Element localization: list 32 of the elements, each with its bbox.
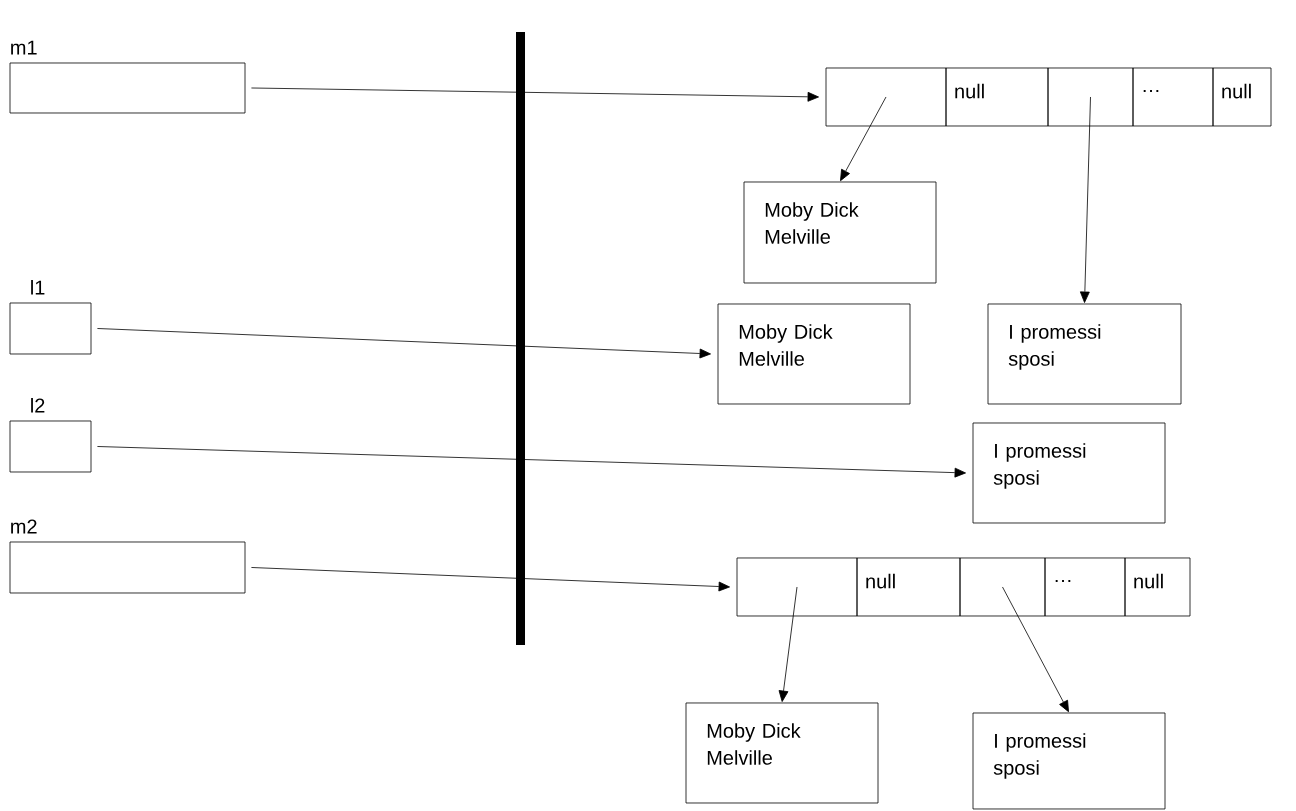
object-box: I promessi sposi	[972, 422, 1166, 524]
array-cell: null	[856, 557, 961, 617]
arrow	[778, 586, 798, 702]
variable-name: l2	[31, 397, 45, 413]
variable-name: m2	[11, 519, 37, 534]
array-cell	[959, 557, 1046, 617]
array-cell	[1047, 67, 1134, 127]
object-box: I promessi sposi	[972, 712, 1166, 810]
array-cell: null	[1124, 557, 1191, 617]
arrow	[97, 328, 711, 359]
arrow	[1079, 96, 1091, 303]
array-cell: null	[1212, 67, 1272, 127]
object-box: Moby Dick Melville	[717, 303, 911, 405]
variable-name: l1	[31, 279, 45, 295]
object-box: Moby Dick Melville	[685, 702, 879, 804]
arrow	[251, 567, 730, 592]
arrow	[1002, 586, 1069, 713]
variable-box	[9, 519, 246, 594]
array-cell: …	[1132, 67, 1214, 127]
array-cell	[825, 67, 947, 127]
variable-box	[9, 279, 92, 355]
object-box: Moby Dick Melville	[743, 181, 937, 284]
array-cell: …	[1044, 557, 1126, 617]
object-box: I promessi sposi	[987, 303, 1182, 405]
variable-box	[9, 397, 92, 473]
array-cell: null	[945, 67, 1049, 127]
arrow	[97, 446, 966, 478]
variable-name: m1	[11, 40, 37, 55]
arrow	[251, 87, 819, 102]
array-cell	[736, 557, 858, 617]
variable-box	[9, 40, 246, 114]
arrow	[840, 96, 887, 182]
